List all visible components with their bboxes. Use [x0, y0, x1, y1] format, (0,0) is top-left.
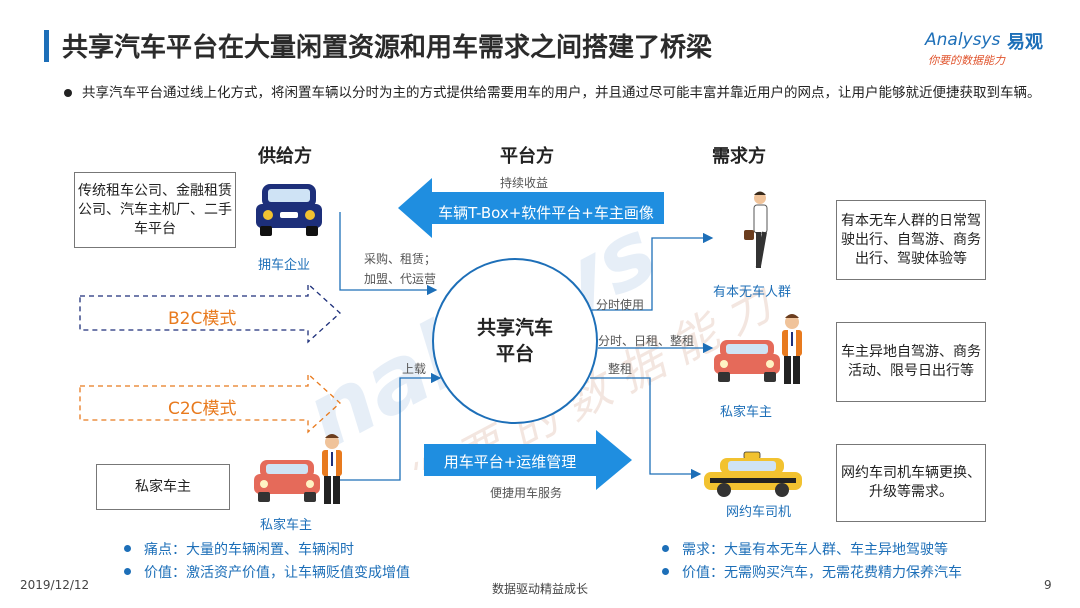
supply-heading: 供给方 — [258, 146, 312, 167]
owner-car-icon — [714, 314, 802, 384]
b2c-label: B2C模式 — [168, 309, 237, 329]
demand-heading: 需求方 — [712, 146, 766, 167]
platform-heading: 平台方 — [500, 146, 554, 167]
bottom-arrow-label: 用车平台+运维管理 — [443, 453, 577, 471]
logo-text: Analysys — [925, 30, 1001, 50]
c2c-label: C2C模式 — [168, 399, 237, 419]
value-left-text: 价值：激活资产价值，让车辆贬值变成增值 — [144, 565, 410, 581]
out-label-1: 分时使用 — [596, 298, 645, 312]
walking-person-icon — [744, 191, 768, 268]
title-accent-bar — [44, 30, 49, 62]
logo-tagline: 你要的数据能力 — [928, 54, 1005, 67]
page-title: 共享汽车平台在大量闲置资源和用车需求之间搭建了桥梁 — [62, 33, 713, 63]
top-arrow-label: 车辆T-Box+软件平台+车主画像 — [438, 204, 654, 222]
owner-label: 私家车主 — [720, 405, 773, 420]
bullet-dot — [124, 545, 131, 552]
footer-date: 2019/12/12 — [20, 578, 90, 592]
no-car-label: 有本无车人群 — [713, 285, 792, 300]
no-car-box: 有本无车人群的日常驾驶出行、自驾游、商务出行、驾驶体验等 — [836, 200, 986, 280]
footer-slogan: 数据驱动精益成长 — [492, 582, 589, 596]
out-label-3: 整租 — [608, 362, 633, 376]
logo-cn: 易观 — [1007, 32, 1043, 53]
private-owner-box: 私家车主 — [96, 464, 230, 510]
driver-box: 网约车司机车辆更换、升级等需求。 — [836, 444, 986, 522]
platform-circle-line1: 共享汽车 — [476, 317, 553, 339]
private-owner-car-icon — [254, 434, 342, 504]
out-label-2: 分时、日租、整租 — [598, 334, 695, 348]
procure-label-2: 加盟、代运营 — [364, 272, 437, 286]
page-number: 9 — [1044, 578, 1052, 592]
private-owner-label: 私家车主 — [260, 518, 313, 533]
top-arrow-caption: 持续收益 — [500, 176, 549, 190]
owner-box: 车主异地自驾游、商务活动、限号日出行等 — [836, 322, 986, 402]
platform-circle-line2: 平台 — [495, 343, 534, 365]
upload-label: 上载 — [402, 362, 427, 376]
demand-text: 需求：大量有本无车人群、车主异地驾驶等 — [682, 542, 948, 558]
bullet-dot — [64, 89, 72, 97]
driver-label: 网约车司机 — [726, 505, 792, 520]
pain-point-text: 痛点：大量的车辆闲置、车辆闲时 — [144, 542, 354, 558]
bullet-dot — [124, 568, 131, 575]
supply-companies-box: 传统租车公司、金融租赁公司、汽车主机厂、二手车平台 — [74, 172, 236, 248]
fleet-car-icon — [256, 184, 322, 236]
fleet-label: 拥车企业 — [258, 258, 311, 273]
platform-circle: 共享汽车 平台 — [432, 258, 598, 424]
procure-label-1: 采购、租赁； — [364, 252, 437, 266]
intro-text: 共享汽车平台通过线上化方式，将闲置车辆以分时为主的方式提供给需要用车的用户，并且… — [82, 85, 1041, 101]
bullet-dot — [662, 568, 669, 575]
value-right-text: 价值：无需购买汽车，无需花费精力保养汽车 — [682, 565, 962, 581]
bottom-arrow-caption: 便捷用车服务 — [490, 486, 563, 500]
bullet-dot — [662, 545, 669, 552]
taxi-icon — [704, 451, 802, 497]
